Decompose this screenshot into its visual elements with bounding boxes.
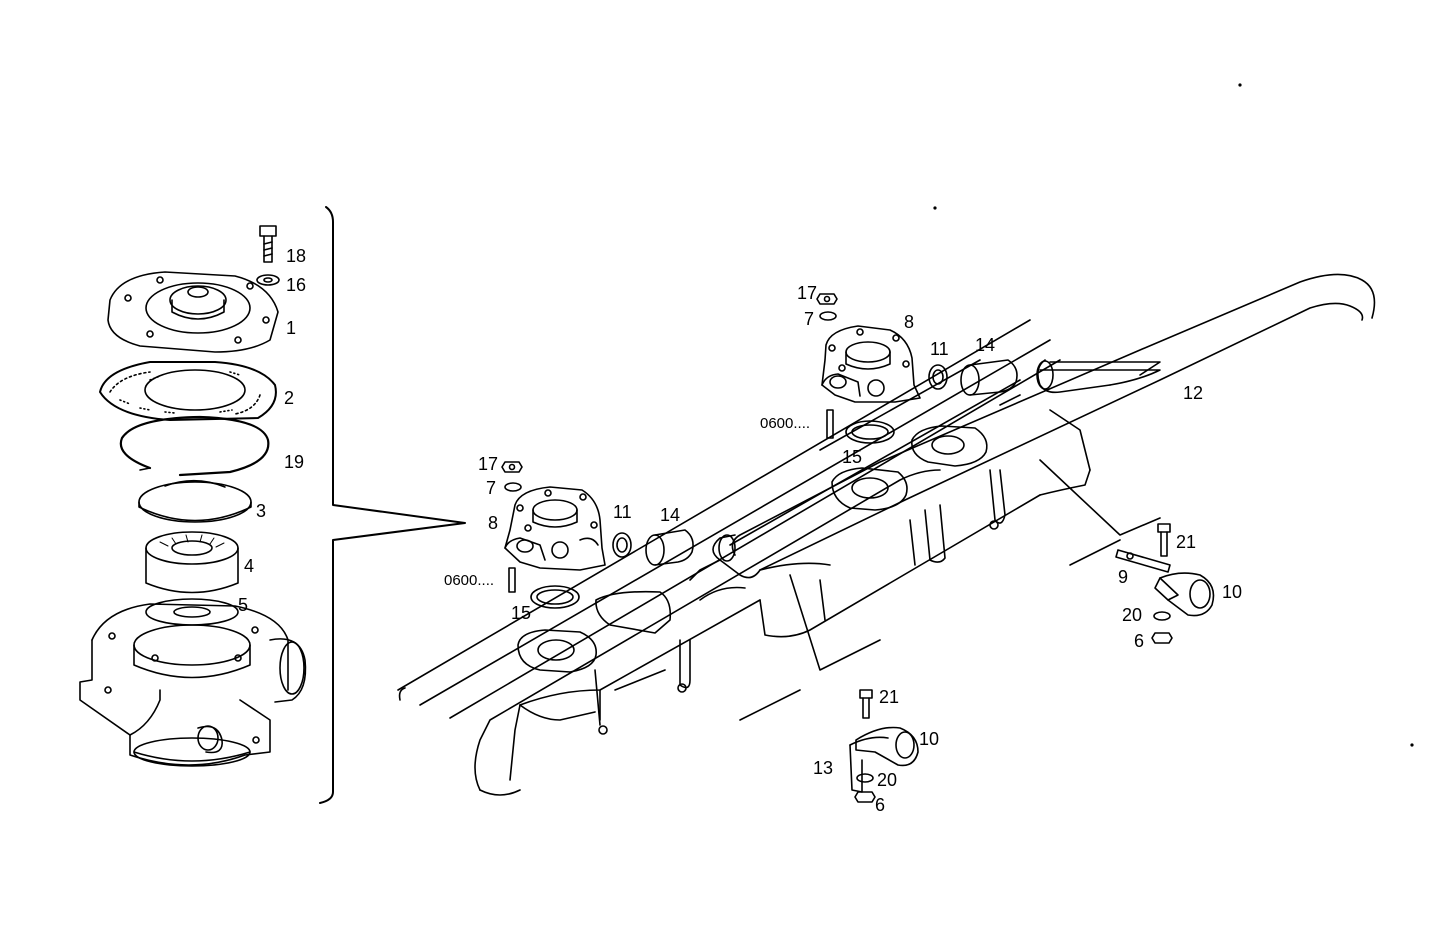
callout-11: 11 [613,502,632,522]
callout-21: 21 [879,687,900,707]
callout-6: 6 [875,795,886,815]
callout-11: 11 [930,339,949,359]
callout-2: 2 [284,388,295,408]
snap-ring-19 [119,415,270,477]
callout-17: 17 [797,283,818,303]
callout-10: 10 [919,729,940,749]
clamp-group-lower [849,689,919,803]
callout-12: 12 [1183,383,1204,403]
callout-14: 14 [975,335,996,355]
disc-5 [145,598,239,626]
callout-20: 20 [877,770,898,790]
callout-18: 18 [286,246,307,266]
rotor-4 [145,531,239,594]
callout-0600: 0600.... [444,572,495,589]
callout-15: 15 [511,603,532,623]
callout-7: 7 [486,478,497,498]
clamp-group-right [1115,523,1215,644]
callout-7: 7 [804,309,815,329]
pump-exploded-assembly [79,206,466,804]
pump-body [79,603,307,767]
tube-12 [712,273,1376,579]
washer-16 [256,274,280,286]
valve-unit-front [501,461,694,609]
callout-8: 8 [904,312,915,332]
gasket-2 [99,361,277,421]
callout-14: 14 [660,505,681,525]
assembly-bracket [319,206,466,804]
callout-3: 3 [256,501,267,521]
callout-13: 13 [813,758,834,778]
bolt-18 [259,225,277,263]
valve-unit-rear [816,293,1018,444]
callout-17: 17 [478,454,499,474]
callout-10: 10 [1222,582,1243,602]
pump-cover-1 [107,271,279,353]
callout-9: 9 [1118,567,1129,587]
callout-1: 1 [286,318,297,338]
disc-3 [138,479,252,523]
cylinder-head-block [397,319,1161,796]
callout-19: 19 [284,452,305,472]
callout-20: 20 [1122,605,1143,625]
callout-6: 6 [1134,631,1145,651]
callout-21: 21 [1176,532,1197,552]
callout-4: 4 [244,556,255,576]
callout-15: 15 [842,447,863,467]
callout-8: 8 [488,513,499,533]
callout-0600: 0600.... [760,415,811,432]
callout-16: 16 [286,275,307,295]
block-ports [517,425,988,673]
callout-5: 5 [238,595,249,615]
